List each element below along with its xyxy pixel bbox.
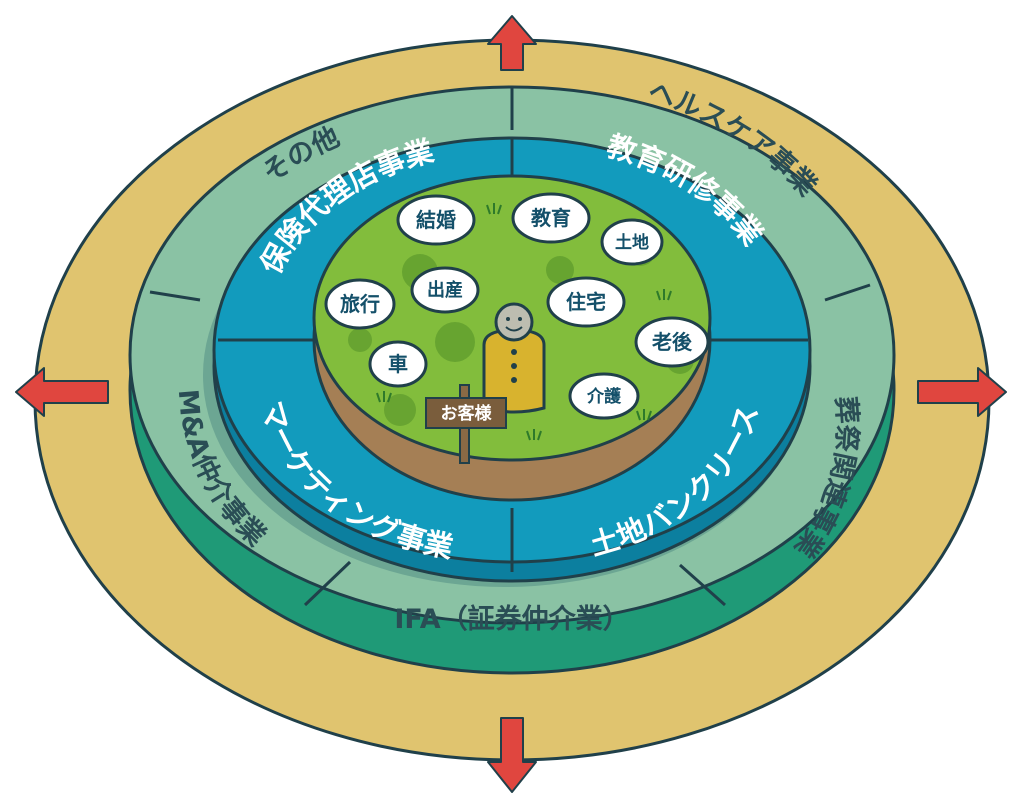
cloud-label: 出産 bbox=[427, 279, 463, 301]
arrow-right-icon bbox=[917, 367, 1007, 417]
outer-ring-label-ifa: IFA（証券仲介業） bbox=[394, 603, 629, 635]
cloud-label: 住宅 bbox=[566, 290, 606, 314]
cloud-nursing-care: 介護 bbox=[568, 372, 640, 420]
cloud-housing: 住宅 bbox=[546, 276, 626, 328]
inner-ring-dividers bbox=[218, 138, 808, 572]
customer-signpost: お客様 bbox=[425, 384, 507, 464]
cloud-marriage: 結婚 bbox=[396, 194, 476, 246]
cloud-car: 車 bbox=[368, 340, 428, 388]
arrow-left-icon bbox=[15, 367, 109, 417]
grass-tufts bbox=[376, 203, 672, 441]
customer-person-icon bbox=[482, 302, 546, 414]
cloud-label: 車 bbox=[388, 352, 408, 376]
cloud-retirement: 老後 bbox=[634, 316, 710, 368]
expansion-arrows bbox=[15, 15, 1007, 793]
center-customer-label: お客様 bbox=[441, 403, 493, 424]
cloud-land: 土地 bbox=[600, 218, 664, 266]
cloud-label: 老後 bbox=[652, 330, 693, 354]
cloud-label: 結婚 bbox=[416, 208, 456, 232]
cloud-label: 旅行 bbox=[340, 292, 380, 316]
arrow-down-icon bbox=[487, 717, 537, 793]
cloud-childbirth: 出産 bbox=[410, 266, 480, 314]
cloud-label: 教育 bbox=[531, 206, 571, 230]
outer-ring-dividers bbox=[149, 88, 871, 607]
cloud-travel: 旅行 bbox=[324, 278, 396, 330]
cloud-education: 教育 bbox=[511, 192, 591, 244]
cloud-label: 介護 bbox=[586, 386, 622, 407]
arrow-up-icon bbox=[487, 15, 537, 71]
cloud-label: 土地 bbox=[615, 232, 649, 253]
